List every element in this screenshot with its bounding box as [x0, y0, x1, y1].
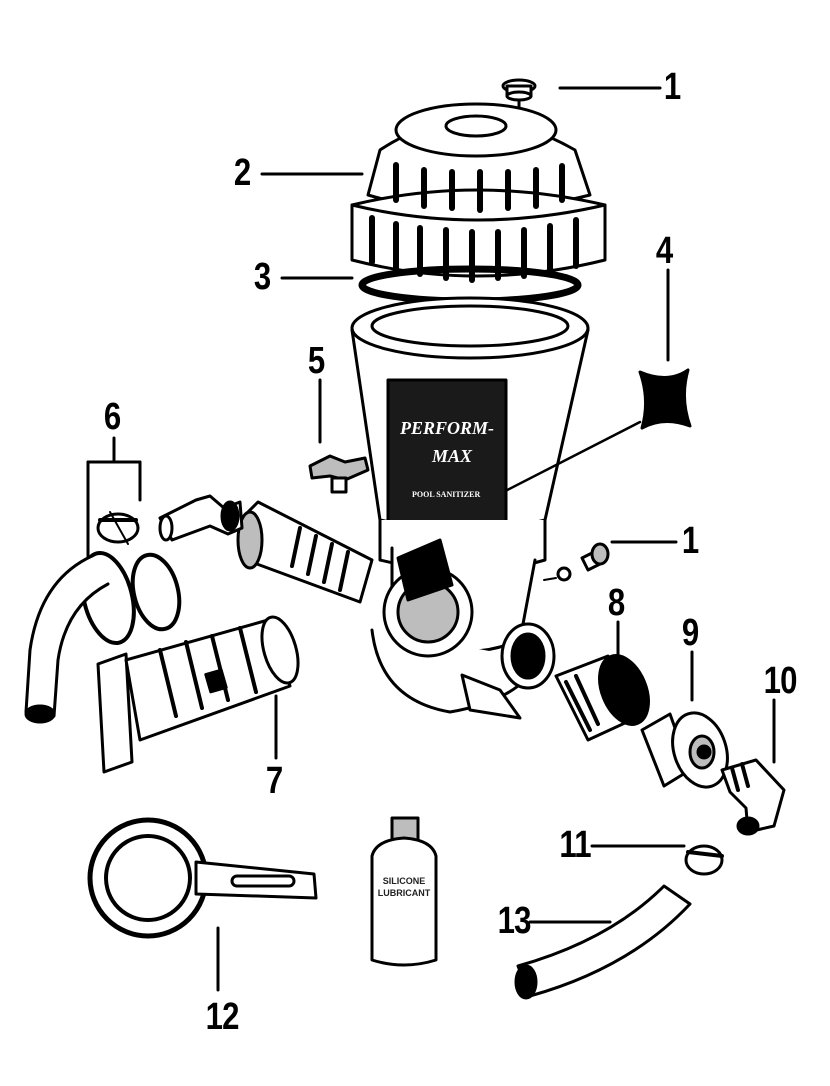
- callout-7: 7: [265, 760, 283, 802]
- part-o-ring-a: [80, 550, 136, 646]
- callout-2: 2: [233, 152, 251, 194]
- brand-label-line1: PERFORM-: [400, 418, 495, 438]
- part-o-ring-b: [130, 552, 182, 632]
- callout-1-side: 1: [681, 520, 699, 562]
- callout-8: 8: [607, 582, 625, 624]
- part-silicone-lubricant-bottle: [370, 816, 438, 967]
- callout-9: 9: [681, 612, 699, 654]
- part-outlet-hose: [514, 884, 692, 1000]
- callout-12: 12: [205, 996, 240, 1038]
- part-outlet-port: [460, 622, 556, 720]
- part-outlet-elbow: [720, 758, 786, 836]
- callout-4: 4: [655, 230, 673, 272]
- part-cap-wrench: [87, 817, 318, 939]
- part-inlet-pipe: [236, 500, 374, 604]
- callout-1-top: 1: [663, 66, 681, 108]
- part-small-screw-side: [543, 542, 610, 582]
- part-hose-clamp-inlet: [96, 511, 140, 545]
- bottle-label-line1: SILICONE: [382, 876, 426, 886]
- callout-13: 13: [497, 900, 532, 942]
- leader-lines: [86, 86, 776, 992]
- part-cap: [350, 102, 607, 283]
- part-drain-knob: [308, 454, 370, 494]
- part-control-valve: [382, 538, 474, 658]
- callout-10: 10: [763, 660, 798, 702]
- part-inlet-hose: [24, 554, 110, 724]
- part-adapter-fitting: [554, 654, 650, 742]
- callout-3: 3: [253, 256, 271, 298]
- callout-5: 5: [307, 340, 325, 382]
- part-inlet-elbow: [158, 494, 244, 542]
- brand-label-line3: POOL SANITIZER: [412, 490, 481, 499]
- part-check-valve: [638, 368, 692, 430]
- callout-11: 11: [559, 824, 591, 866]
- brand-label-line2: MAX: [432, 446, 473, 466]
- part-hose-clamp-outlet: [684, 844, 724, 876]
- bottle-label-line2: LUBRICANT: [377, 888, 431, 898]
- callout-6: 6: [103, 396, 121, 438]
- part-union-cartridge: [96, 615, 300, 774]
- part-union-nut: [640, 711, 729, 789]
